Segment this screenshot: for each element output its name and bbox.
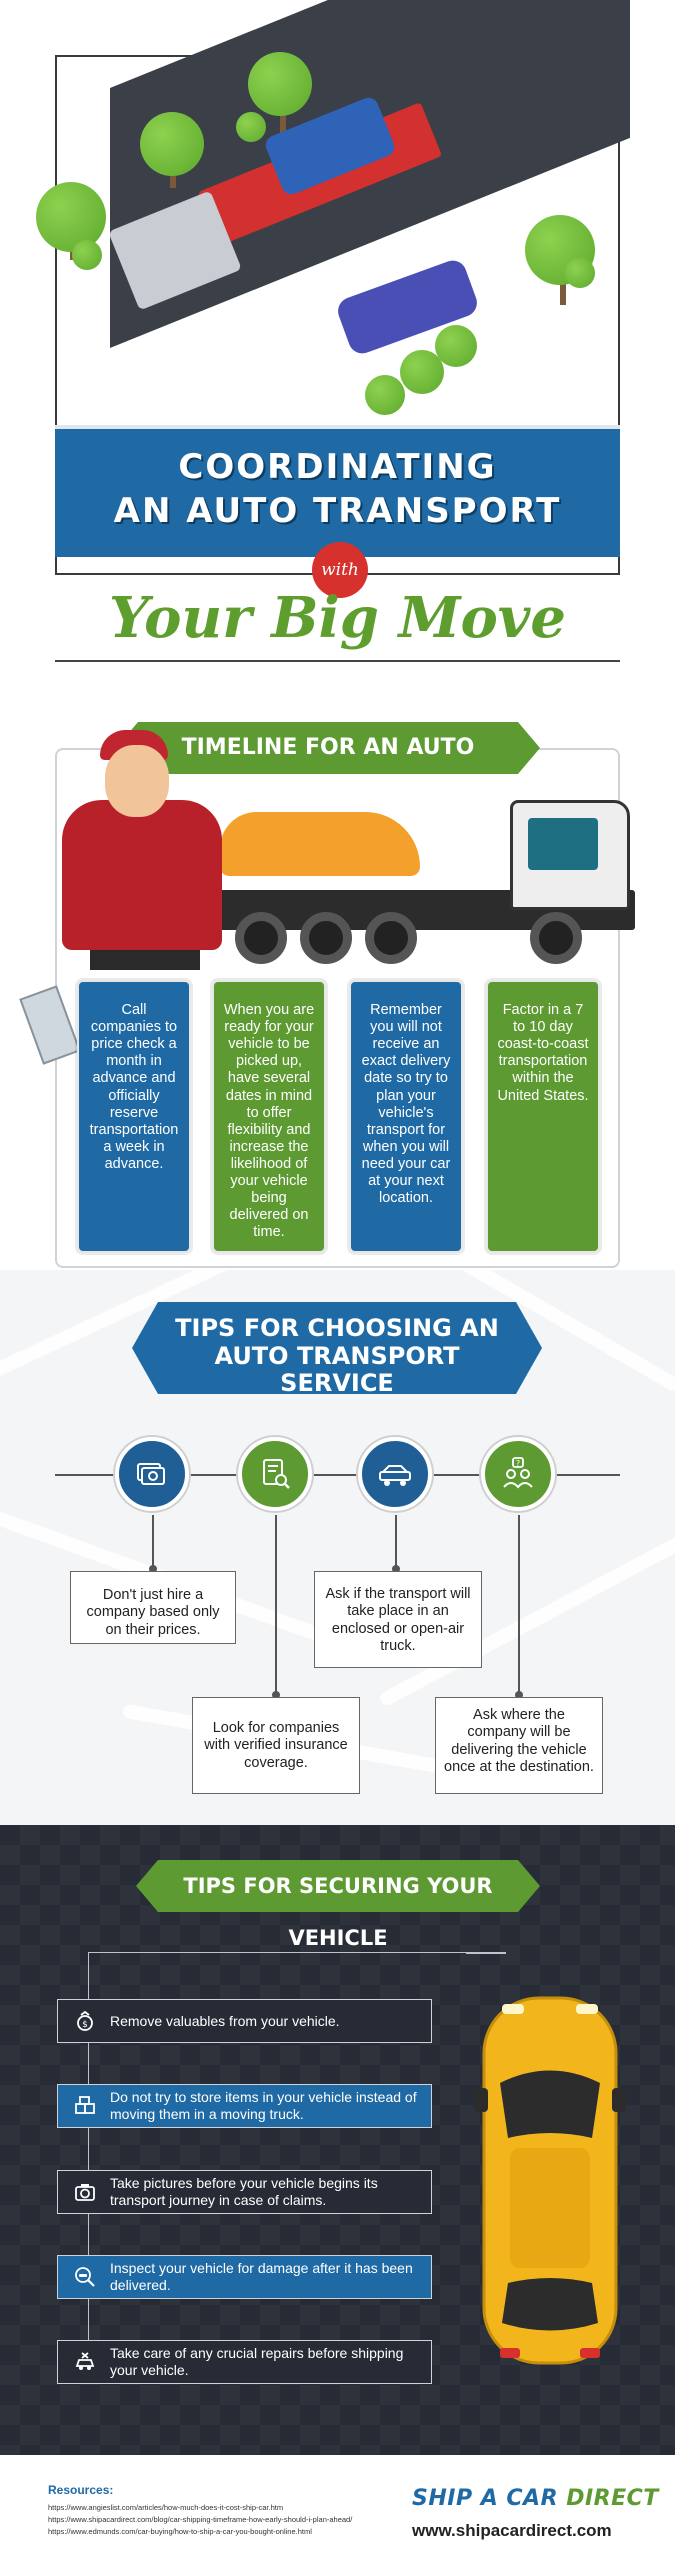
tip-connector-dot: [272, 1691, 280, 1699]
worker-legs: [90, 950, 200, 970]
hero-divider: [55, 660, 620, 662]
securing-heading: TIPS FOR SECURING YOUR VEHICLE: [136, 1860, 540, 1950]
orange-car-illustration: [220, 812, 420, 876]
securing-item-text: Remove valuables from your vehicle.: [110, 2012, 340, 2029]
hero-title-line2: AN AUTO TRANSPORT: [113, 491, 562, 531]
choosing-heading-line2: AUTO TRANSPORT SERVICE: [214, 1341, 460, 1398]
magnifier-car-icon: [72, 2264, 98, 2290]
tip-box: Ask where the company will be delivering…: [435, 1697, 603, 1794]
car-carrier-icon: [358, 1437, 432, 1511]
securing-item: Take pictures before your vehicle begins…: [57, 2170, 432, 2214]
resource-link[interactable]: https://www.edmunds.com/car-buying/how-t…: [48, 2527, 312, 2536]
logo-part1: SHIP A CAR: [412, 2486, 567, 2511]
timeline-card: Factor in a 7 to 10 day coast-to-coast t…: [486, 980, 600, 1253]
choosing-heading: TIPS FOR CHOOSING AN AUTO TRANSPORT SERV…: [132, 1302, 542, 1397]
yellow-car-top-view: [474, 1996, 626, 2365]
website-url[interactable]: www.shipacardirect.com: [412, 2521, 612, 2540]
timeline-heading: TIMELINE FOR AN AUTO TRANSPORT: [116, 722, 540, 812]
securing-item-text: Take care of any crucial repairs before …: [110, 2345, 404, 2378]
securing-item: $ Remove valuables from your vehicle.: [57, 1999, 432, 2043]
people-question-icon: ?: [481, 1437, 555, 1511]
worker-illustration: [62, 800, 222, 950]
ship-a-car-direct-logo: SHIP A CAR DIRECT: [412, 2486, 659, 2511]
tree-illustration: [72, 240, 102, 270]
hero-title-band: COORDINATING AN AUTO TRANSPORT: [55, 425, 620, 557]
money-icon: [115, 1437, 189, 1511]
with-badge: with: [312, 542, 368, 598]
truck-wheel: [365, 912, 417, 964]
tip-connector-dot: [515, 1691, 523, 1699]
hero-subtitle: Your Big Move: [109, 585, 566, 651]
tip-connector: [395, 1515, 397, 1571]
securing-item-text: Inspect your vehicle for damage after it…: [110, 2260, 413, 2293]
valuables-icon: $: [72, 2008, 98, 2034]
timeline-card: When you are ready for your vehicle to b…: [212, 980, 326, 1253]
resources-label: Resources:: [48, 2483, 114, 2497]
logo-part2: DIRECT: [566, 2486, 659, 2511]
tree-illustration: [435, 325, 477, 367]
securing-item: Take care of any crucial repairs before …: [57, 2340, 432, 2384]
tip-connector: [275, 1515, 277, 1697]
securing-item: Inspect your vehicle for damage after it…: [57, 2255, 432, 2299]
securing-item-text: Take pictures before your vehicle begins…: [110, 2175, 378, 2208]
worker-head: [105, 745, 169, 817]
tip-connector: [152, 1515, 154, 1571]
resource-link[interactable]: https://www.angieslist.com/articles/how-…: [48, 2503, 284, 2512]
choosing-heading-line1: TIPS FOR CHOOSING AN: [175, 1314, 499, 1342]
boxes-icon: [72, 2093, 98, 2119]
tree-illustration: [140, 112, 204, 176]
timeline-card: Remember you will not receive an exact d…: [349, 980, 463, 1253]
tree-illustration: [248, 52, 312, 116]
tree-illustration: [400, 350, 444, 394]
tips-timeline-line: [55, 1474, 620, 1476]
camera-icon: [72, 2179, 98, 2205]
securing-item: Do not try to store items in your vehicl…: [57, 2084, 432, 2128]
document-search-icon: [238, 1437, 312, 1511]
tree-illustration: [236, 112, 266, 142]
securing-item-text: Do not try to store items in your vehicl…: [110, 2089, 417, 2122]
tip-connector: [518, 1515, 520, 1697]
tip-connector-dot: [149, 1565, 157, 1573]
svg-text:?: ?: [516, 1459, 520, 1468]
tree-trunk: [560, 265, 566, 305]
svg-text:$: $: [82, 2020, 88, 2030]
tree-trunk: [280, 100, 286, 140]
tip-box: Don't just hire a company based only on …: [70, 1571, 236, 1644]
truck-wheel: [300, 912, 352, 964]
tip-box: Ask if the transport will take place in …: [314, 1571, 482, 1668]
securing-bracket-end: [466, 1952, 506, 1954]
tip-box: Look for companies with verified insuran…: [192, 1697, 360, 1794]
tree-illustration: [365, 375, 405, 415]
resource-link[interactable]: https://www.shipacardirect.com/blog/car-…: [48, 2515, 353, 2524]
footer: [0, 2455, 675, 2560]
tip-connector-dot: [392, 1565, 400, 1573]
timeline-card: Call companies to price check a month in…: [77, 980, 191, 1253]
repair-car-icon: [72, 2349, 98, 2375]
hero-title-line1: COORDINATING: [178, 447, 497, 487]
truck-wheel: [235, 912, 287, 964]
securing-bracket: [88, 1952, 466, 2374]
truck-wheel: [530, 912, 582, 964]
truck-window: [528, 818, 598, 870]
tree-illustration: [565, 258, 595, 288]
tree-illustration: [36, 182, 106, 252]
